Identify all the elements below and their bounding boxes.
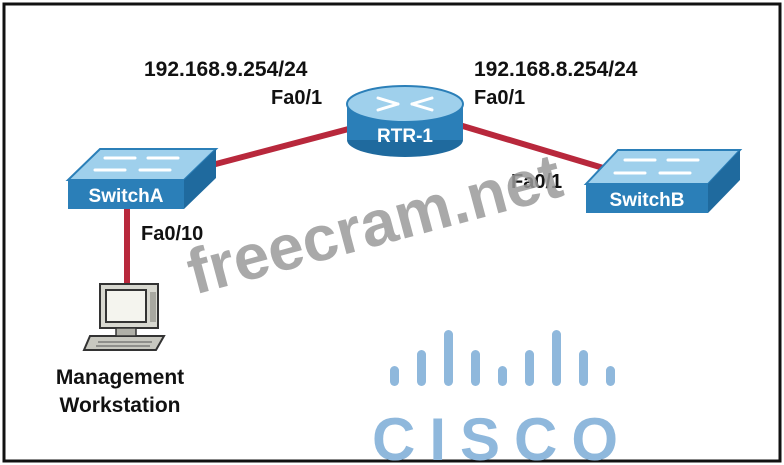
workstation-label-line1: Management: [56, 366, 184, 389]
link-rtr1-switchb: [455, 121, 611, 173]
router-icon[interactable]: RTR-1: [346, 85, 464, 157]
cisco-logo-text: CISCO: [372, 406, 632, 465]
cisco-logo: CISCO: [372, 330, 632, 465]
switch-b-label: SwitchB: [610, 190, 685, 211]
left-ip-label: 192.168.9.254/24: [144, 58, 308, 81]
switchb-port-label: Fa0/1: [511, 171, 562, 193]
right-port-label: Fa0/1: [474, 87, 525, 109]
switch-a-label: SwitchA: [89, 186, 164, 207]
router-label: RTR-1: [377, 126, 433, 147]
switcha-port-label: Fa0/10: [141, 223, 203, 245]
workstation-label-line2: Workstation: [60, 394, 181, 417]
left-port-label: Fa0/1: [271, 87, 322, 109]
switch-a[interactable]: SwitchA: [65, 148, 219, 209]
workstation-icon[interactable]: [82, 283, 166, 351]
switch-b[interactable]: SwitchB: [583, 149, 743, 213]
link-switcha-rtr1: [211, 123, 361, 168]
right-ip-label: 192.168.8.254/24: [474, 58, 638, 81]
